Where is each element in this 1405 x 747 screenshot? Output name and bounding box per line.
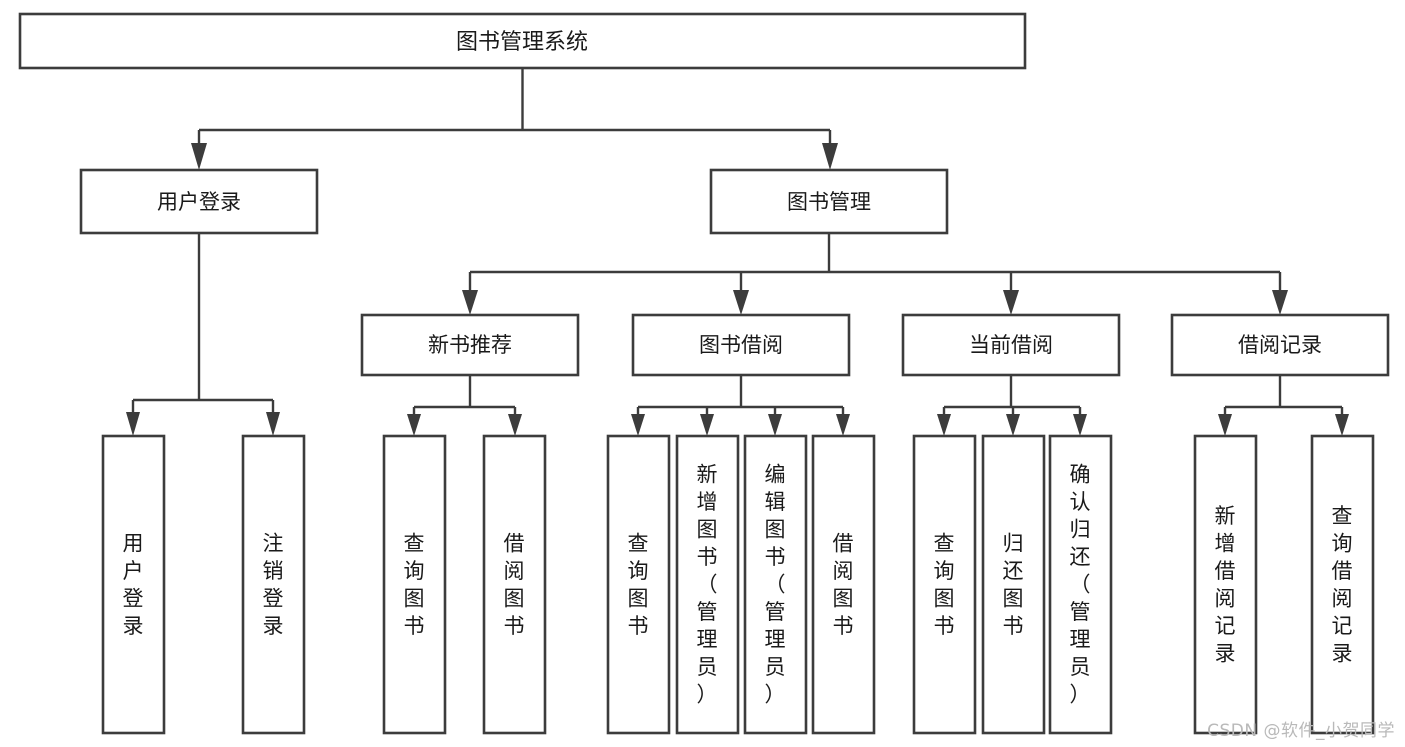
leaf-add-borrow-record-label: 新增借阅记录 — [1215, 504, 1236, 666]
leaf-edit-book-admin-box — [743, 434, 808, 735]
arrowhead-leaf-logout-login — [266, 412, 280, 436]
leaf-node-query-book-current[interactable]: 查询图书 — [912, 434, 977, 735]
leaf-query-book-current-box — [912, 434, 977, 735]
node-new-book-rec[interactable]: 新书推荐 — [360, 313, 580, 377]
leaf-edit-book-admin-label: 编辑图书（管理员） — [765, 463, 786, 707]
arrowhead-leaf-return-book — [1006, 414, 1020, 436]
arrowhead-book-borrow — [733, 290, 749, 315]
arrowhead-leaf-query-book-rec — [407, 414, 421, 436]
connector-group-borrow-record — [1218, 375, 1349, 436]
node-root-box — [18, 12, 1027, 70]
leaf-confirm-return-admin-label: 确认归还（管理员） — [1070, 463, 1091, 707]
leaf-confirm-return-admin-box — [1048, 434, 1113, 735]
arrowhead-leaf-borrow-book — [836, 414, 850, 436]
leaf-logout-login-label: 注销登录 — [263, 531, 284, 638]
leaf-borrow-book-rec-label: 借阅图书 — [504, 531, 525, 638]
leaf-query-book-current-label: 查询图书 — [934, 531, 955, 638]
leaf-node-add-book-admin[interactable]: 新增图书（管理员） — [675, 434, 740, 735]
leaf-borrow-book-rec-box — [482, 434, 547, 735]
leaf-query-book-rec-label: 查询图书 — [404, 531, 425, 638]
node-current-borrow-label: 当前借阅 — [969, 333, 1053, 357]
leaf-node-confirm-return-admin[interactable]: 确认归还（管理员） — [1048, 434, 1113, 735]
node-current-borrow-box — [901, 313, 1121, 377]
node-user-login-box — [79, 168, 319, 235]
arrowhead-leaf-borrow-book-rec — [508, 414, 522, 436]
connector-group-book-borrow — [631, 375, 850, 436]
leaf-node-query-borrow-record[interactable]: 查询借阅记录 — [1310, 434, 1375, 735]
node-book-manage-label: 图书管理 — [787, 190, 871, 214]
connector-group-user-login — [126, 233, 280, 436]
arrowhead-user-login — [191, 143, 207, 170]
arrowhead-leaf-query-borrow-record — [1335, 414, 1349, 436]
node-user-login[interactable]: 用户登录 — [79, 168, 319, 235]
node-book-manage-box — [709, 168, 949, 235]
arrowhead-new-book-rec — [462, 290, 478, 315]
leaf-node-query-book-rec[interactable]: 查询图书 — [382, 434, 447, 735]
connector-group-root — [191, 68, 838, 170]
arrowhead-leaf-query-book-borrow — [631, 414, 645, 436]
connector-group-book-manage — [462, 233, 1288, 315]
node-new-book-rec-box — [360, 313, 580, 377]
leaf-node-borrow-book-rec[interactable]: 借阅图书 — [482, 434, 547, 735]
node-book-manage[interactable]: 图书管理 — [709, 168, 949, 235]
node-book-borrow-label: 图书借阅 — [699, 333, 783, 357]
node-root[interactable]: 图书管理系统 — [18, 12, 1027, 70]
arrowhead-leaf-edit-book-admin — [768, 414, 782, 436]
leaf-node-logout-login[interactable]: 注销登录 — [241, 434, 306, 735]
leaf-node-borrow-book[interactable]: 借阅图书 — [811, 434, 876, 735]
leaf-query-book-borrow-label: 查询图书 — [628, 531, 649, 638]
connector-group-new-book-rec — [407, 375, 522, 436]
leaf-node-query-book-borrow[interactable]: 查询图书 — [606, 434, 671, 735]
leaf-query-book-borrow-box — [606, 434, 671, 735]
arrowhead-leaf-add-borrow-record — [1218, 414, 1232, 436]
node-borrow-record-box — [1170, 313, 1390, 377]
leaf-query-borrow-record-box — [1310, 434, 1375, 735]
node-new-book-rec-label: 新书推荐 — [428, 333, 512, 357]
leaf-query-book-rec-box — [382, 434, 447, 735]
leaf-add-book-admin-box — [675, 434, 740, 735]
arrowhead-leaf-confirm-return-admin — [1073, 414, 1087, 436]
arrowhead-book-manage — [822, 143, 838, 170]
arrowhead-leaf-add-book-admin — [700, 414, 714, 436]
leaf-return-book-box — [981, 434, 1046, 735]
node-current-borrow[interactable]: 当前借阅 — [901, 313, 1121, 377]
arrowhead-current-borrow — [1003, 290, 1019, 315]
leaf-node-edit-book-admin[interactable]: 编辑图书（管理员） — [743, 434, 808, 735]
leaf-query-borrow-record-label: 查询借阅记录 — [1332, 504, 1353, 666]
leaf-user-login-box — [101, 434, 166, 735]
leaf-borrow-book-label: 借阅图书 — [833, 531, 854, 638]
connector-group-current-borrow — [937, 375, 1087, 436]
node-root-label: 图书管理系统 — [456, 30, 588, 55]
leaf-node-user-login[interactable]: 用户登录 — [101, 434, 166, 735]
leaf-borrow-book-box — [811, 434, 876, 735]
csdn-watermark: CSDN @软件_小贺同学 — [1207, 721, 1395, 741]
leaf-return-book-label: 归还图书 — [1003, 531, 1024, 638]
arrowhead-borrow-record — [1272, 290, 1288, 315]
node-user-login-label: 用户登录 — [157, 190, 241, 214]
node-borrow-record[interactable]: 借阅记录 — [1170, 313, 1390, 377]
node-book-borrow-box — [631, 313, 851, 377]
leaf-add-borrow-record-box — [1193, 434, 1258, 735]
leaf-node-add-borrow-record[interactable]: 新增借阅记录 — [1193, 434, 1258, 735]
leaf-add-book-admin-label: 新增图书（管理员） — [697, 463, 718, 707]
arrowhead-leaf-query-book-current — [937, 414, 951, 436]
node-book-borrow[interactable]: 图书借阅 — [631, 313, 851, 377]
arrowhead-leaf-user-login — [126, 412, 140, 436]
leaf-user-login-label: 用户登录 — [123, 531, 144, 638]
leaf-logout-login-box — [241, 434, 306, 735]
leaf-node-return-book[interactable]: 归还图书 — [981, 434, 1046, 735]
node-borrow-record-label: 借阅记录 — [1238, 333, 1322, 357]
